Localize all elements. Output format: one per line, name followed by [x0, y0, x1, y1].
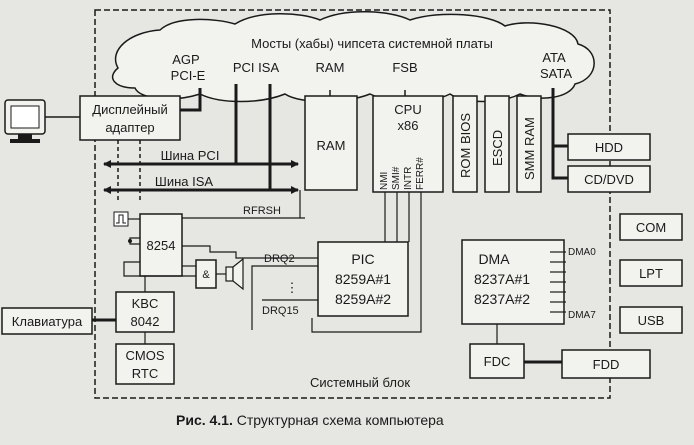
rom-bios-label: ROM BIOS [458, 113, 473, 178]
system-unit-label: Системный блок [310, 375, 410, 390]
caption-prefix: Рис. 4.1. [176, 412, 233, 428]
hub-ata-label: ATA [542, 50, 566, 65]
display-adapter-line2: адаптер [105, 120, 154, 135]
fdd-box [561, 349, 651, 379]
cpu-label-line2: x86 [398, 118, 419, 133]
hdd-label: HDD [595, 140, 623, 155]
fdd-label: FDD [593, 357, 620, 372]
hub-ram-label: RAM [316, 60, 345, 75]
lpt-port-label: LPT [639, 266, 663, 281]
display-adapter-box [79, 95, 181, 141]
pic-label-line2: 8259A#1 [335, 271, 391, 287]
caption-text: Структурная схема компьютера [233, 412, 444, 428]
drq2-label: DRQ2 [264, 253, 295, 265]
usb-port-label: USB [638, 313, 665, 328]
hub-title: Мосты (хабы) чипсета системной платы [251, 36, 493, 51]
keyboard-label: Клавиатура [12, 314, 83, 329]
dma0-label: DMA0 [568, 247, 596, 258]
ram-box [304, 95, 358, 191]
rfrsh-label: RFRSH [243, 205, 281, 217]
pic-label-line3: 8259A#2 [335, 291, 391, 307]
display-adapter-line1: Дисплейный [92, 102, 167, 117]
hdd-box [567, 133, 651, 161]
com-port-label: COM [636, 220, 666, 235]
com-port-box [619, 213, 683, 241]
dma-label-line1: DMA [478, 251, 510, 267]
hub-agp-label: AGP [172, 52, 199, 67]
fdc-box [469, 343, 525, 379]
usb-port-box [619, 306, 683, 334]
cddvd-label: CD/DVD [584, 172, 634, 187]
speaker-icon [225, 257, 244, 291]
hub-sata-label: SATA [540, 66, 572, 81]
cpu-pin-label: FERR# [415, 157, 426, 190]
smm-ram-box [516, 95, 542, 193]
kbc-label-line1: KBC [132, 296, 159, 311]
kbc-box [115, 291, 175, 333]
pic-box [317, 241, 409, 317]
figure-caption: Рис. 4.1. Структурная схема компьютера [176, 412, 444, 428]
cmos-label-line1: CMOS [126, 348, 165, 363]
system-unit-border [94, 9, 611, 399]
keyboard-box [1, 307, 93, 335]
dma-label-line3: 8237A#2 [474, 291, 530, 307]
dma-box [461, 239, 565, 325]
pci-bus-label: Шина PCI [161, 148, 220, 163]
smm-ram-label: SMM RAM [522, 117, 537, 180]
cddvd-box [567, 165, 651, 193]
pic-label-line1: PIC [351, 251, 374, 267]
monitor-icon [4, 99, 46, 143]
cmos-rtc-box [115, 343, 175, 385]
clock-pulse-icon [113, 211, 129, 227]
escd-label: ESCD [490, 130, 505, 166]
fdc-label: FDC [484, 354, 511, 369]
cpu-pin-label: SMI# [391, 166, 402, 190]
dma-label-line2: 8237A#1 [474, 271, 530, 287]
kbc-label-line2: 8042 [131, 314, 160, 329]
timer-8254-label: 8254 [147, 238, 176, 253]
drq15-label: DRQ15 [262, 305, 299, 317]
rom-bios-box [452, 95, 478, 193]
dma-channel-lines [550, 251, 566, 313]
drq-dots: ⋮ [286, 280, 299, 295]
hub-fsb-label: FSB [392, 60, 417, 75]
cmos-label-line2: RTC [132, 366, 158, 381]
cpu-box [372, 95, 444, 193]
cpu-pin-label: NMI [379, 172, 390, 190]
and-gate-label: & [202, 269, 210, 281]
hub-pcie-label: PCI-E [171, 68, 206, 83]
escd-box [484, 95, 510, 193]
cpu-label-line1: CPU [394, 102, 421, 117]
chipset-hub-cloud [112, 11, 595, 103]
cpu-pin-label: INTR [403, 167, 414, 190]
hub-pci-isa-label: PCI ISA [233, 60, 280, 75]
ram-box-label: RAM [317, 138, 346, 153]
lpt-port-box [619, 259, 683, 287]
dma7-label: DMA7 [568, 310, 596, 321]
isa-bus-label: Шина ISA [155, 174, 213, 189]
